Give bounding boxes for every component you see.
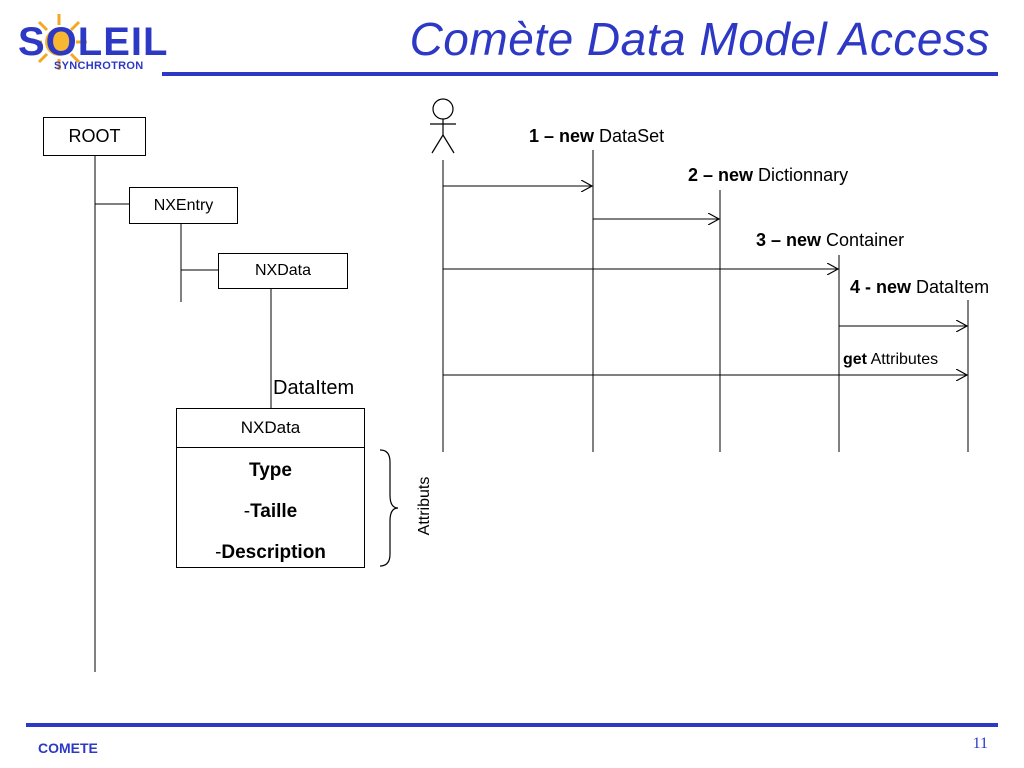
attribute-type: Type: [249, 460, 292, 481]
attributs-label: Attributs: [416, 476, 433, 536]
message-5-label: get Attributes: [843, 351, 939, 368]
page-number: 11: [972, 735, 988, 752]
sun-icon: [31, 14, 87, 70]
actor-icon: [430, 98, 456, 154]
dataitem-box: NXData Type -Taille -Description: [176, 408, 365, 568]
dataitem-label: DataItem: [273, 377, 355, 399]
dataitem-box-header: NXData: [177, 409, 364, 448]
footer-rule: [26, 723, 998, 727]
message-4-label: 4 - new DataItem: [850, 277, 990, 297]
logo: SOLEIL SYNCHROTRON: [0, 0, 167, 80]
logo-subtext: SYNCHROTRON: [54, 60, 144, 72]
attribute-description: -Description: [215, 542, 326, 563]
logo-text: SOLEIL: [18, 20, 169, 64]
footer-label: COMETE: [38, 740, 98, 756]
message-1-label: 1 – new DataSet: [529, 126, 665, 146]
tree-node-root: ROOT: [43, 117, 146, 156]
message-2-label: 2 – new Dictionnary: [688, 165, 849, 185]
page-title: Comète Data Model Access: [409, 13, 990, 65]
message-3-label: 3 – new Container: [756, 230, 905, 250]
title-underline: [162, 72, 998, 76]
attribute-taille: -Taille: [243, 501, 298, 522]
tree-node-nxentry: NXEntry: [129, 187, 238, 224]
attributes-brace: [379, 449, 399, 567]
tree-node-nxdata: NXData: [218, 253, 348, 289]
